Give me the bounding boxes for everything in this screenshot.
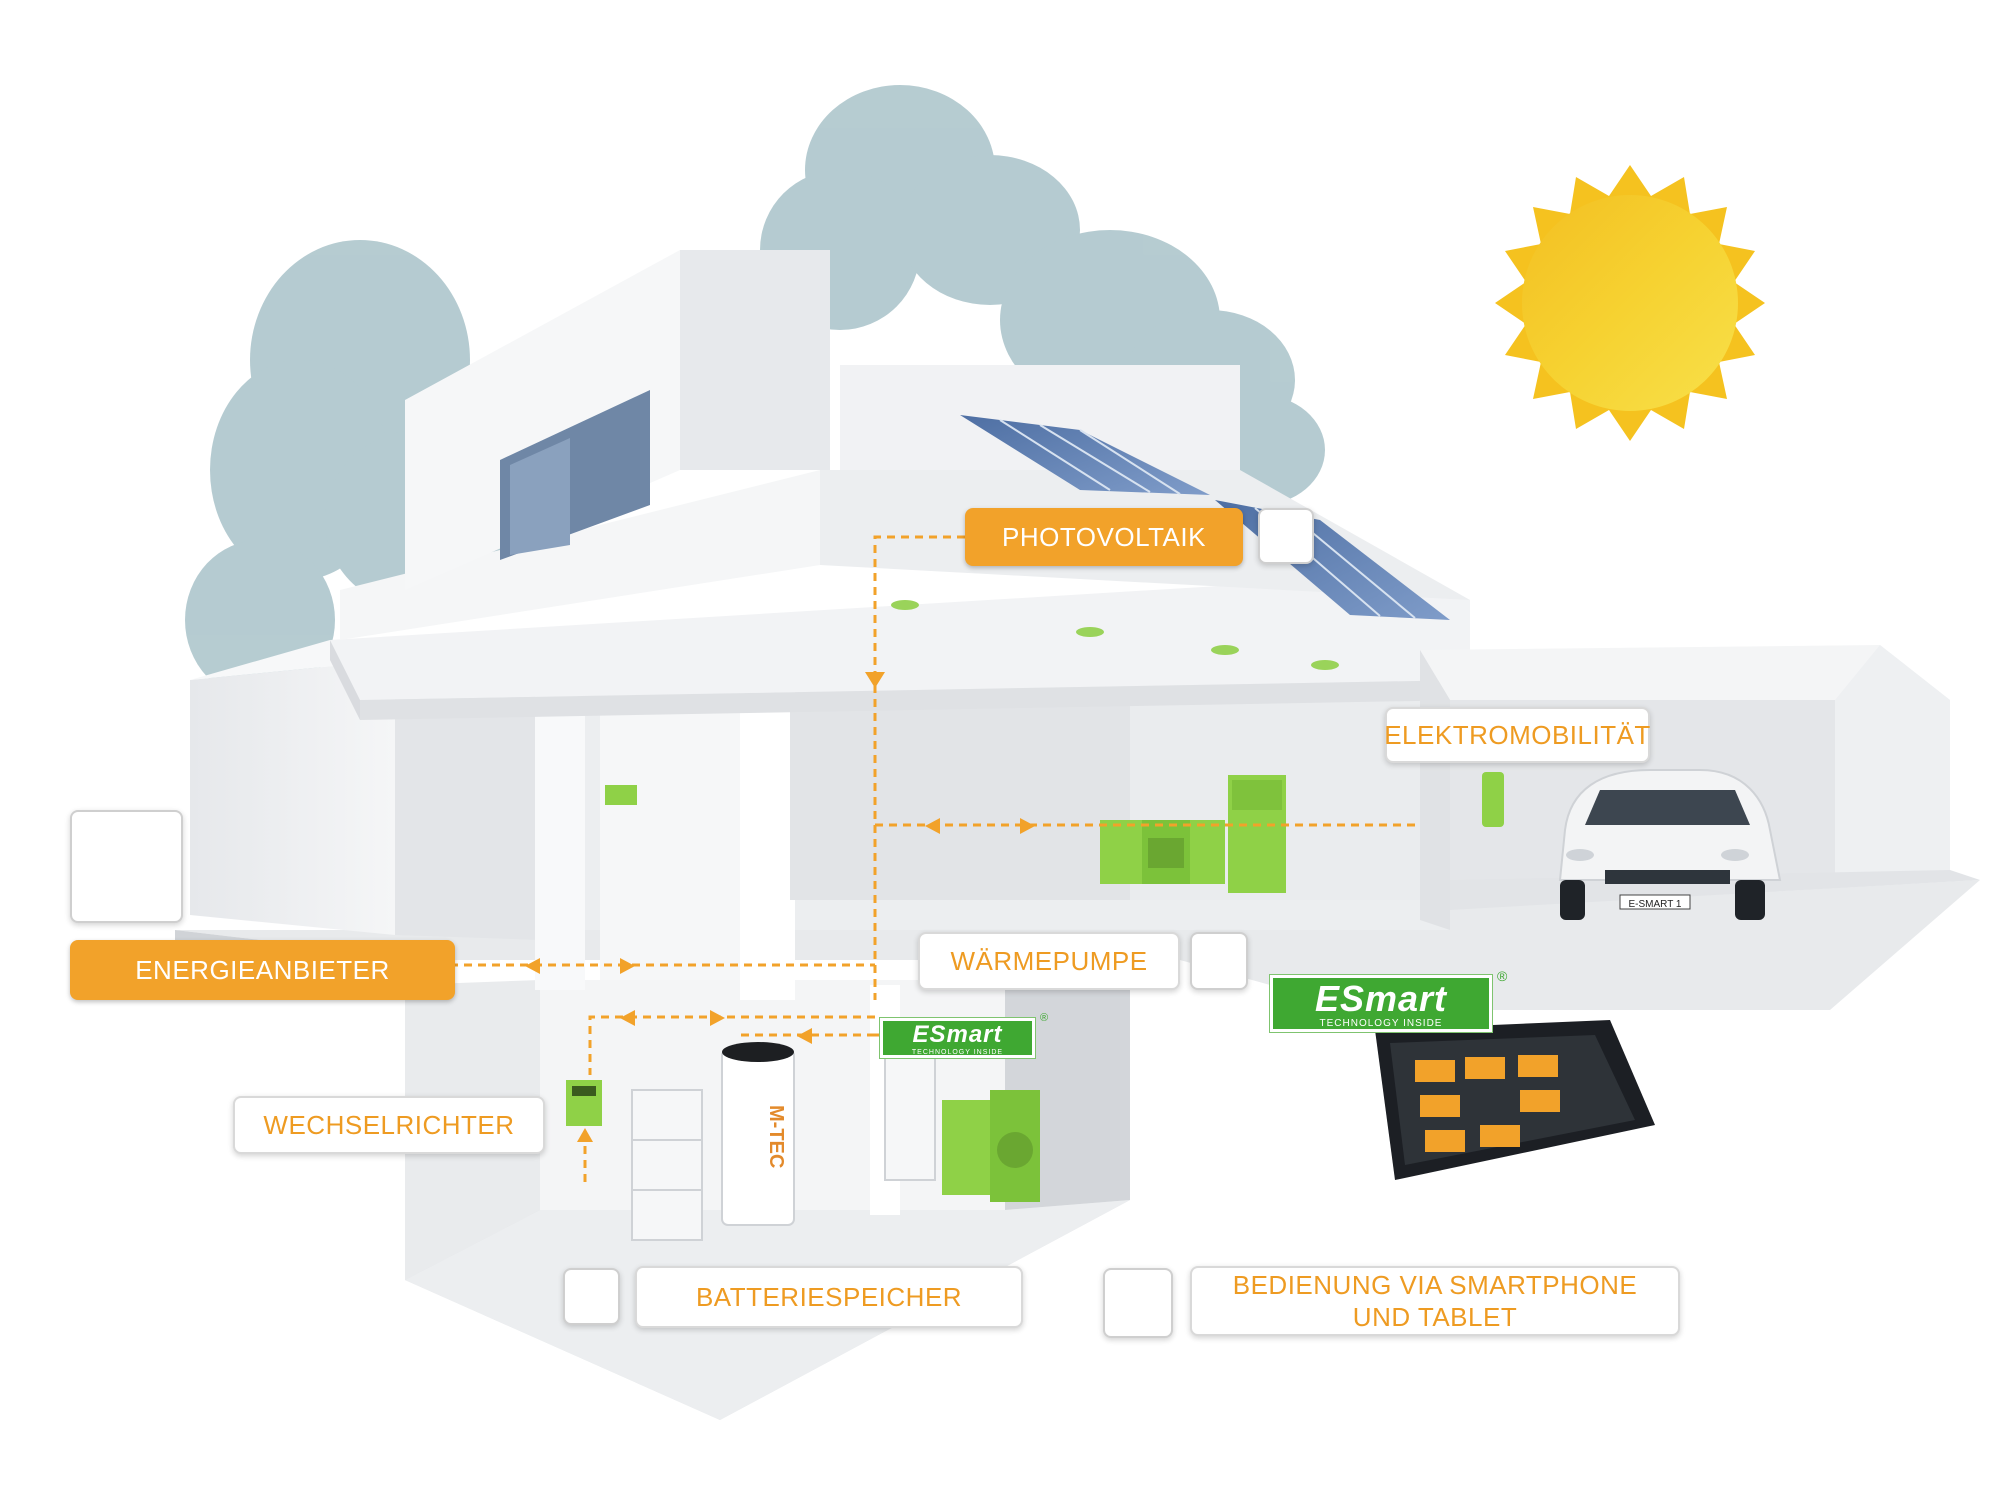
solar-icon-box xyxy=(1258,508,1314,564)
heat-pump-unit xyxy=(884,1054,936,1181)
inverter-device xyxy=(566,1080,602,1126)
electric-car xyxy=(1558,769,1782,920)
esmart-logo-large-word: ESmart xyxy=(1314,978,1448,1019)
sun-icon xyxy=(1495,165,1765,441)
label-waermepumpe: WÄRMEPUMPE xyxy=(918,932,1180,990)
car-plate: E-SMART 1 xyxy=(1629,899,1682,910)
label-photovoltaik: PHOTOVOLTAIK xyxy=(965,508,1243,566)
esmart-logo-large-tagline: TECHNOLOGY INSIDE xyxy=(1319,1018,1443,1029)
energy-flow-lines xyxy=(450,535,1420,1182)
kitchen-appliances xyxy=(1100,775,1286,893)
registered-mark-large: ® xyxy=(1497,968,1508,984)
grid-icon-box xyxy=(70,810,183,923)
label-batteriespeicher: BATTERIESPEICHER xyxy=(635,1266,1023,1328)
esmart-logo-small-word: ESmart xyxy=(912,1021,1003,1048)
wallbox xyxy=(1482,772,1504,827)
label-energieanbieter: ENERGIEANBIETER xyxy=(70,940,455,1000)
phone-icon-box xyxy=(1103,1268,1173,1338)
label-elektromobilitaet: ELEKTROMOBILITÄT xyxy=(1384,707,1650,763)
tank-brand-text: M-TEC xyxy=(765,1105,787,1168)
heat-storage-tank: M-TEC xyxy=(721,1042,795,1226)
heatpump-icon-box xyxy=(1190,932,1248,990)
tablet-device xyxy=(1375,1020,1655,1180)
esmart-logo-small-tagline: TECHNOLOGY INSIDE xyxy=(911,1049,1004,1056)
wall-inverter-upper xyxy=(605,785,637,805)
esmart-logo-small: ESmart TECHNOLOGY INSIDE xyxy=(879,1017,1036,1059)
ceiling-lights xyxy=(891,600,1339,670)
esmart-logo-large: ESmart TECHNOLOGY INSIDE xyxy=(1269,974,1493,1033)
flow-arrows xyxy=(525,672,1035,1142)
battery-icon-box xyxy=(563,1268,620,1325)
left-wing xyxy=(190,640,540,940)
label-bedienung-line1: BEDIENUNG VIA SMARTPHONE xyxy=(1232,1270,1638,1300)
label-bedienung: BEDIENUNG VIA SMARTPHONE UND TABLET xyxy=(1190,1266,1680,1336)
label-bedienung-line2: UND TABLET xyxy=(1352,1302,1518,1332)
washing-machines xyxy=(942,1090,1040,1202)
registered-mark-small: ® xyxy=(1040,1012,1049,1024)
label-wechselrichter: WECHSELRICHTER xyxy=(233,1096,545,1154)
battery-storage xyxy=(631,1089,703,1241)
